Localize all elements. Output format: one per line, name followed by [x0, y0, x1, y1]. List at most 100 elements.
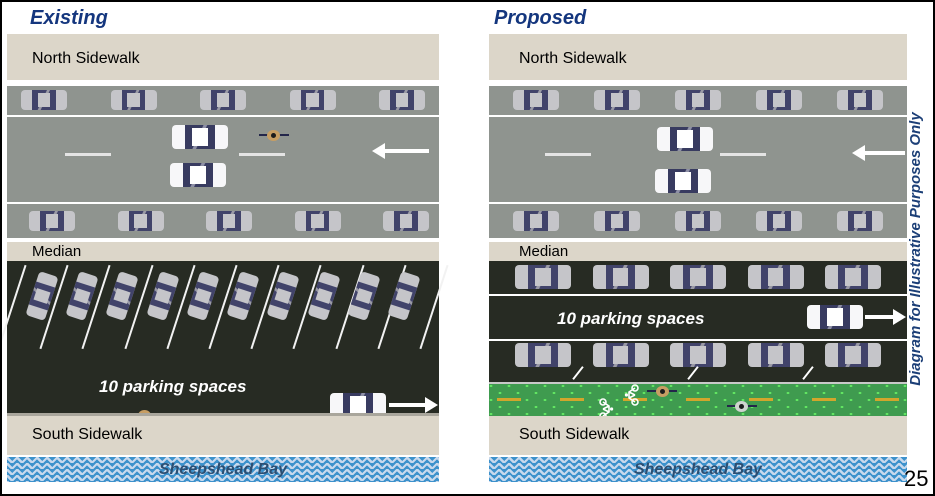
- bay-label: Sheepshead Bay: [158, 461, 288, 478]
- reconfigured-parking-area: 10 parking spaces: [489, 261, 907, 382]
- eastbound-car-icon: [807, 305, 863, 329]
- south-sidewalk-band: South Sidewalk: [489, 416, 907, 455]
- parked-car-icon: [206, 211, 252, 231]
- stall-line: [419, 264, 449, 350]
- parked-car-row: [21, 90, 425, 110]
- parked-car-icon: [200, 90, 246, 110]
- bay-label: Sheepshead Bay: [633, 461, 763, 478]
- angled-parked-car-icon: [306, 271, 341, 321]
- parked-car-icon: [670, 265, 726, 289]
- eastbound-arrow-icon: [865, 309, 906, 325]
- buffer-tick: [802, 366, 814, 380]
- parked-car-icon: [294, 211, 341, 231]
- page-number: 25: [904, 466, 929, 491]
- median-label: Median: [32, 243, 82, 260]
- parking-count-label: 10 parking spaces: [557, 309, 705, 328]
- lane-dash: [239, 153, 285, 156]
- median-label: Median: [519, 243, 569, 260]
- lane-dash: [720, 153, 766, 156]
- parked-car-icon: [837, 211, 883, 231]
- parked-car-icon: [670, 343, 726, 367]
- existing-panel: North Sidewalk Median: [2, 34, 449, 482]
- parked-car-icon: [594, 211, 640, 231]
- parked-car-icon: [513, 211, 559, 231]
- roadway-westbound: [489, 117, 907, 202]
- south-parking-strip: [7, 204, 439, 238]
- lane-line: [489, 294, 907, 296]
- angled-parked-car-icon: [186, 271, 220, 321]
- bike-path-centerline: [497, 398, 899, 401]
- westbound-arrow-icon: [852, 145, 905, 161]
- moving-car-icon: [657, 127, 713, 151]
- angled-parked-car-icon: [25, 271, 59, 321]
- westbound-arrow-icon: [372, 143, 429, 159]
- moving-car-icon: [172, 125, 228, 149]
- south-sidewalk-label: South Sidewalk: [519, 426, 630, 443]
- angled-parked-car-icon: [226, 271, 260, 321]
- parked-car-icon: [594, 90, 640, 110]
- parked-car-row: [513, 211, 883, 231]
- parked-car-icon: [515, 265, 571, 289]
- moving-car-icon: [170, 163, 226, 187]
- parked-car-icon: [675, 211, 721, 231]
- lane-line: [489, 339, 907, 341]
- proposed-title: Proposed: [494, 7, 587, 29]
- yellow-dash: [812, 398, 836, 401]
- parked-car-icon: [29, 211, 75, 231]
- bike-stencil-icon: [624, 383, 644, 407]
- two-way-bike-path: [489, 382, 907, 420]
- parked-car-icon: [513, 90, 559, 110]
- yellow-dash: [497, 398, 521, 401]
- curb-line: [7, 413, 439, 416]
- yellow-dash: [875, 398, 899, 401]
- parked-car-icon: [825, 343, 881, 367]
- parked-car-icon: [756, 211, 802, 231]
- lane-dash: [545, 153, 591, 156]
- angled-parked-car-icon: [387, 271, 421, 321]
- parked-car-icon: [21, 90, 67, 110]
- buffer-tick: [687, 366, 699, 380]
- angled-car-row: [25, 271, 421, 321]
- parked-car-icon: [592, 265, 649, 289]
- parked-car-icon: [825, 265, 881, 289]
- moving-car-icon: [655, 169, 711, 193]
- parked-car-icon: [675, 90, 721, 110]
- yellow-dash: [560, 398, 584, 401]
- yellow-dash: [686, 398, 710, 401]
- angled-parked-car-icon: [65, 271, 99, 321]
- parked-car-row: [29, 211, 429, 231]
- eastbound-arrow-icon: [389, 397, 438, 413]
- cyclist-icon: [647, 385, 677, 398]
- south-parking-strip: [489, 204, 907, 238]
- parallel-parked-row: [515, 265, 881, 289]
- cyclist-icon: [259, 129, 289, 142]
- north-parking-strip: [489, 86, 907, 115]
- angled-parked-car-icon: [146, 271, 180, 321]
- parallel-parked-row: [515, 343, 881, 367]
- parked-car-icon: [756, 90, 802, 110]
- bay-water-band: Sheepshead Bay: [7, 457, 439, 482]
- angled-parked-car-icon: [347, 271, 381, 321]
- buffer-tick: [572, 366, 584, 380]
- yellow-dash: [749, 398, 773, 401]
- median-band: Median: [489, 242, 907, 261]
- parked-car-icon: [747, 265, 804, 289]
- parked-car-icon: [110, 90, 157, 110]
- north-sidewalk-label: North Sidewalk: [519, 50, 627, 67]
- bay-water-band: Sheepshead Bay: [489, 457, 907, 482]
- lane-dash: [65, 153, 111, 156]
- south-sidewalk-label: South Sidewalk: [32, 426, 143, 443]
- parked-car-icon: [117, 211, 164, 231]
- parked-car-icon: [747, 343, 804, 367]
- angled-parked-car-icon: [266, 271, 300, 321]
- north-parking-strip: [7, 86, 439, 115]
- parking-count-label: 10 parking spaces: [99, 377, 247, 396]
- parked-car-row: [513, 90, 883, 110]
- parked-car-icon: [592, 343, 649, 367]
- parked-car-icon: [837, 90, 883, 110]
- proposed-panel: North Sidewalk Median: [489, 34, 907, 482]
- north-sidewalk-label: North Sidewalk: [32, 50, 140, 67]
- parked-car-icon: [515, 343, 571, 367]
- roadway-westbound: [7, 117, 439, 202]
